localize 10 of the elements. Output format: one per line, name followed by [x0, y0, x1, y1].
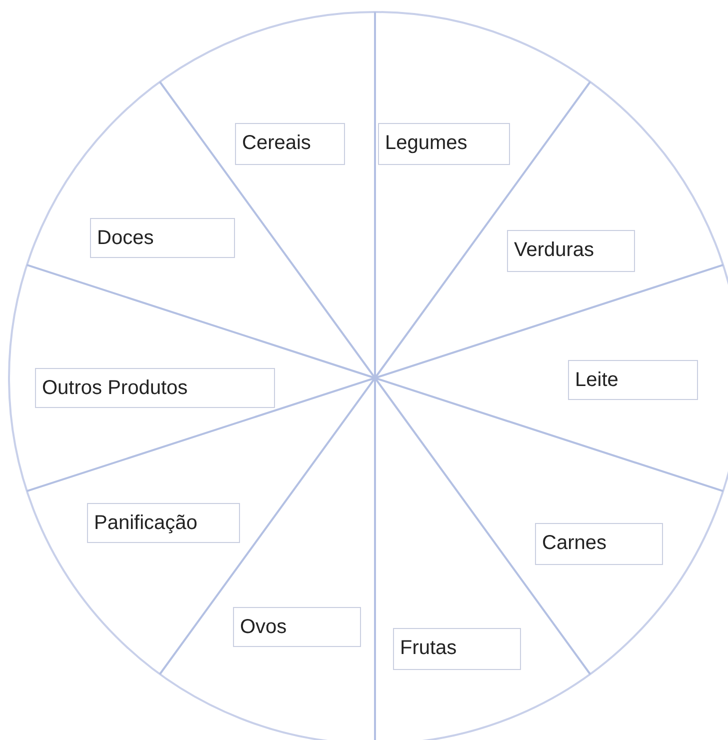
label-box: Ovos — [233, 607, 361, 647]
label-box: Cereais — [235, 123, 345, 165]
label-box: Frutas — [393, 628, 521, 670]
label-box: Verduras — [507, 230, 635, 272]
label-box: Legumes — [378, 123, 510, 165]
label-box: Leite — [568, 360, 698, 400]
label-box: Outros Produtos — [35, 368, 275, 408]
label-box: Carnes — [535, 523, 663, 565]
label-box: Doces — [90, 218, 235, 258]
label-box: Panificação — [87, 503, 240, 543]
